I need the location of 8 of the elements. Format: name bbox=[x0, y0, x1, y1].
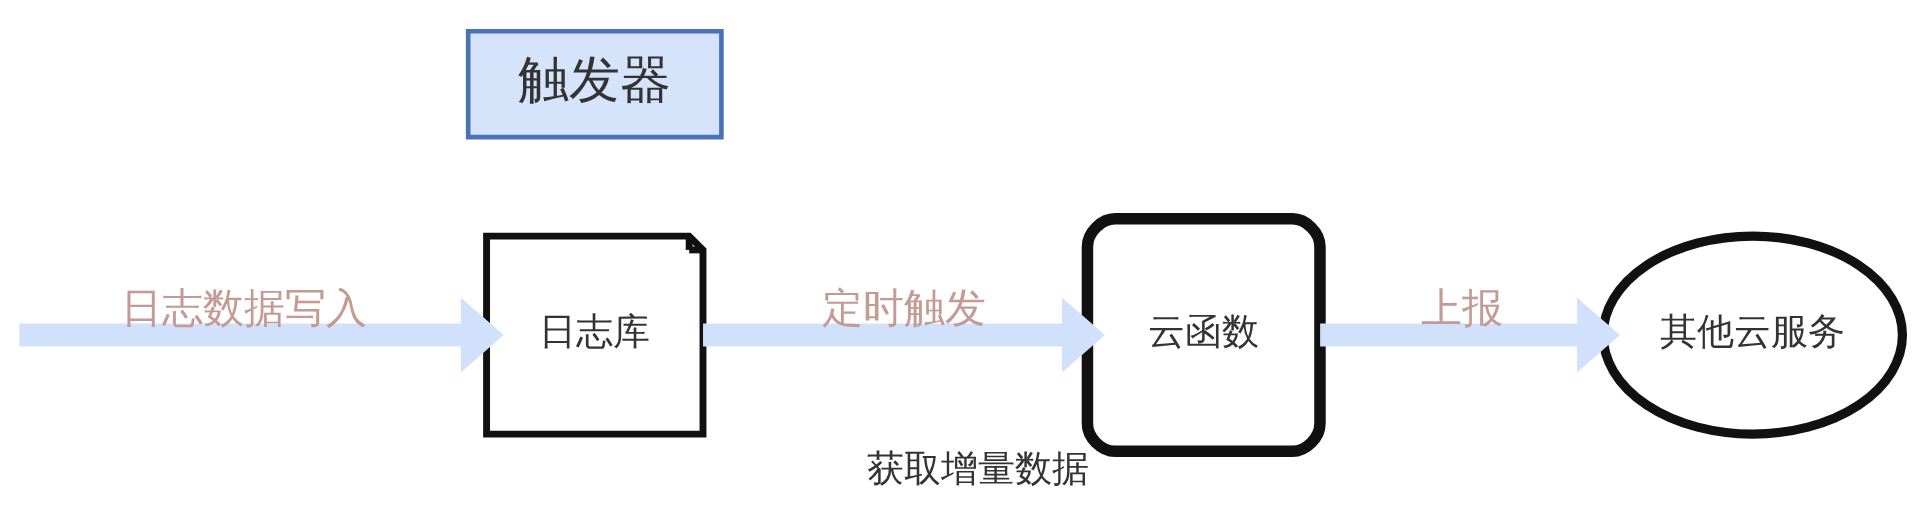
node-ellipse: 其他云服务 bbox=[1598, 231, 1907, 439]
arrow bbox=[1320, 297, 1620, 373]
arrow bbox=[703, 297, 1105, 373]
edge-label: 上报 bbox=[1420, 283, 1503, 332]
edge-label: 日志数据写入 bbox=[120, 283, 367, 332]
arrow bbox=[19, 297, 504, 373]
node-box: 触发器 bbox=[465, 28, 724, 139]
edge-label: 定时触发 bbox=[822, 283, 987, 332]
